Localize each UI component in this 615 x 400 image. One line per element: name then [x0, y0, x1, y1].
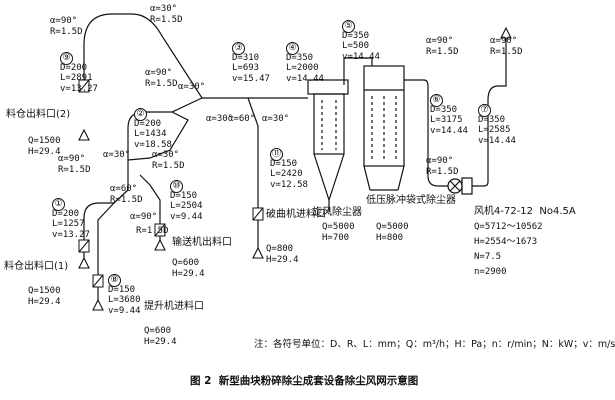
bin-2-outlet-label: 料仓出料口(2)	[6, 109, 71, 120]
units-note: 注：各符号单位：D、R、L：mm；Q：m³/h；H：Pa；n：r/min；N：k…	[254, 339, 615, 350]
bend-label: α=30°	[206, 114, 234, 124]
pipe-branch-mid	[127, 111, 189, 161]
bend-label: α=30°R=1.5D	[152, 150, 185, 171]
pipe-8	[97, 202, 115, 300]
bend-label: R=1.5D	[136, 226, 169, 236]
bend-label: α=90°R=1.5D	[58, 154, 91, 175]
duct-lines	[78, 13, 512, 311]
bend-label: α=30°	[262, 114, 290, 124]
fan	[447, 177, 473, 195]
figure-caption: 图 2 新型曲块粉碎除尘成套设备除尘风网示意图	[190, 375, 419, 387]
cyclone-label: 旋风除尘器	[312, 207, 362, 218]
hoist-inlet-label: 提升机进料口	[144, 301, 204, 312]
pipe-9	[83, 13, 203, 99]
bin-1-outlet-label: 料仓出料口(1)	[4, 261, 69, 272]
bend-label: α=60°	[228, 114, 256, 124]
conveyor-outlet-label: 输送机出料口	[172, 237, 232, 248]
bend-label: α=90°R=1.5D	[490, 36, 523, 57]
pipe-5	[343, 57, 373, 85]
bend-label: α=30°	[178, 82, 206, 92]
crusher-inlet-label: 破曲机进料口	[266, 209, 326, 220]
pipe-6	[404, 79, 448, 187]
bend-label: α=30°	[103, 150, 131, 160]
bend-label: α=90°R=1.5D	[426, 36, 459, 57]
bend-label: α=90°R=1.5D	[145, 68, 178, 89]
outlet-arrows	[78, 26, 512, 311]
bag-filter	[363, 65, 405, 191]
valve-group	[78, 79, 264, 288]
cyclone	[307, 79, 349, 212]
pipe-7	[472, 38, 507, 187]
bend-label: α=60°R=1.5D	[110, 184, 143, 205]
pipe-11	[247, 97, 259, 248]
bag-filter-label: 低压脉冲袋式除尘器	[366, 195, 456, 206]
bend-label: α=30°R=1.5D	[150, 4, 183, 25]
pipe-10	[139, 174, 161, 240]
bend-label: α=90°	[130, 212, 158, 222]
bend-label: α=90°R=1.5D	[426, 156, 459, 177]
bend-label: α=90°R=1.5D	[50, 16, 83, 37]
pipe-1	[83, 160, 129, 258]
